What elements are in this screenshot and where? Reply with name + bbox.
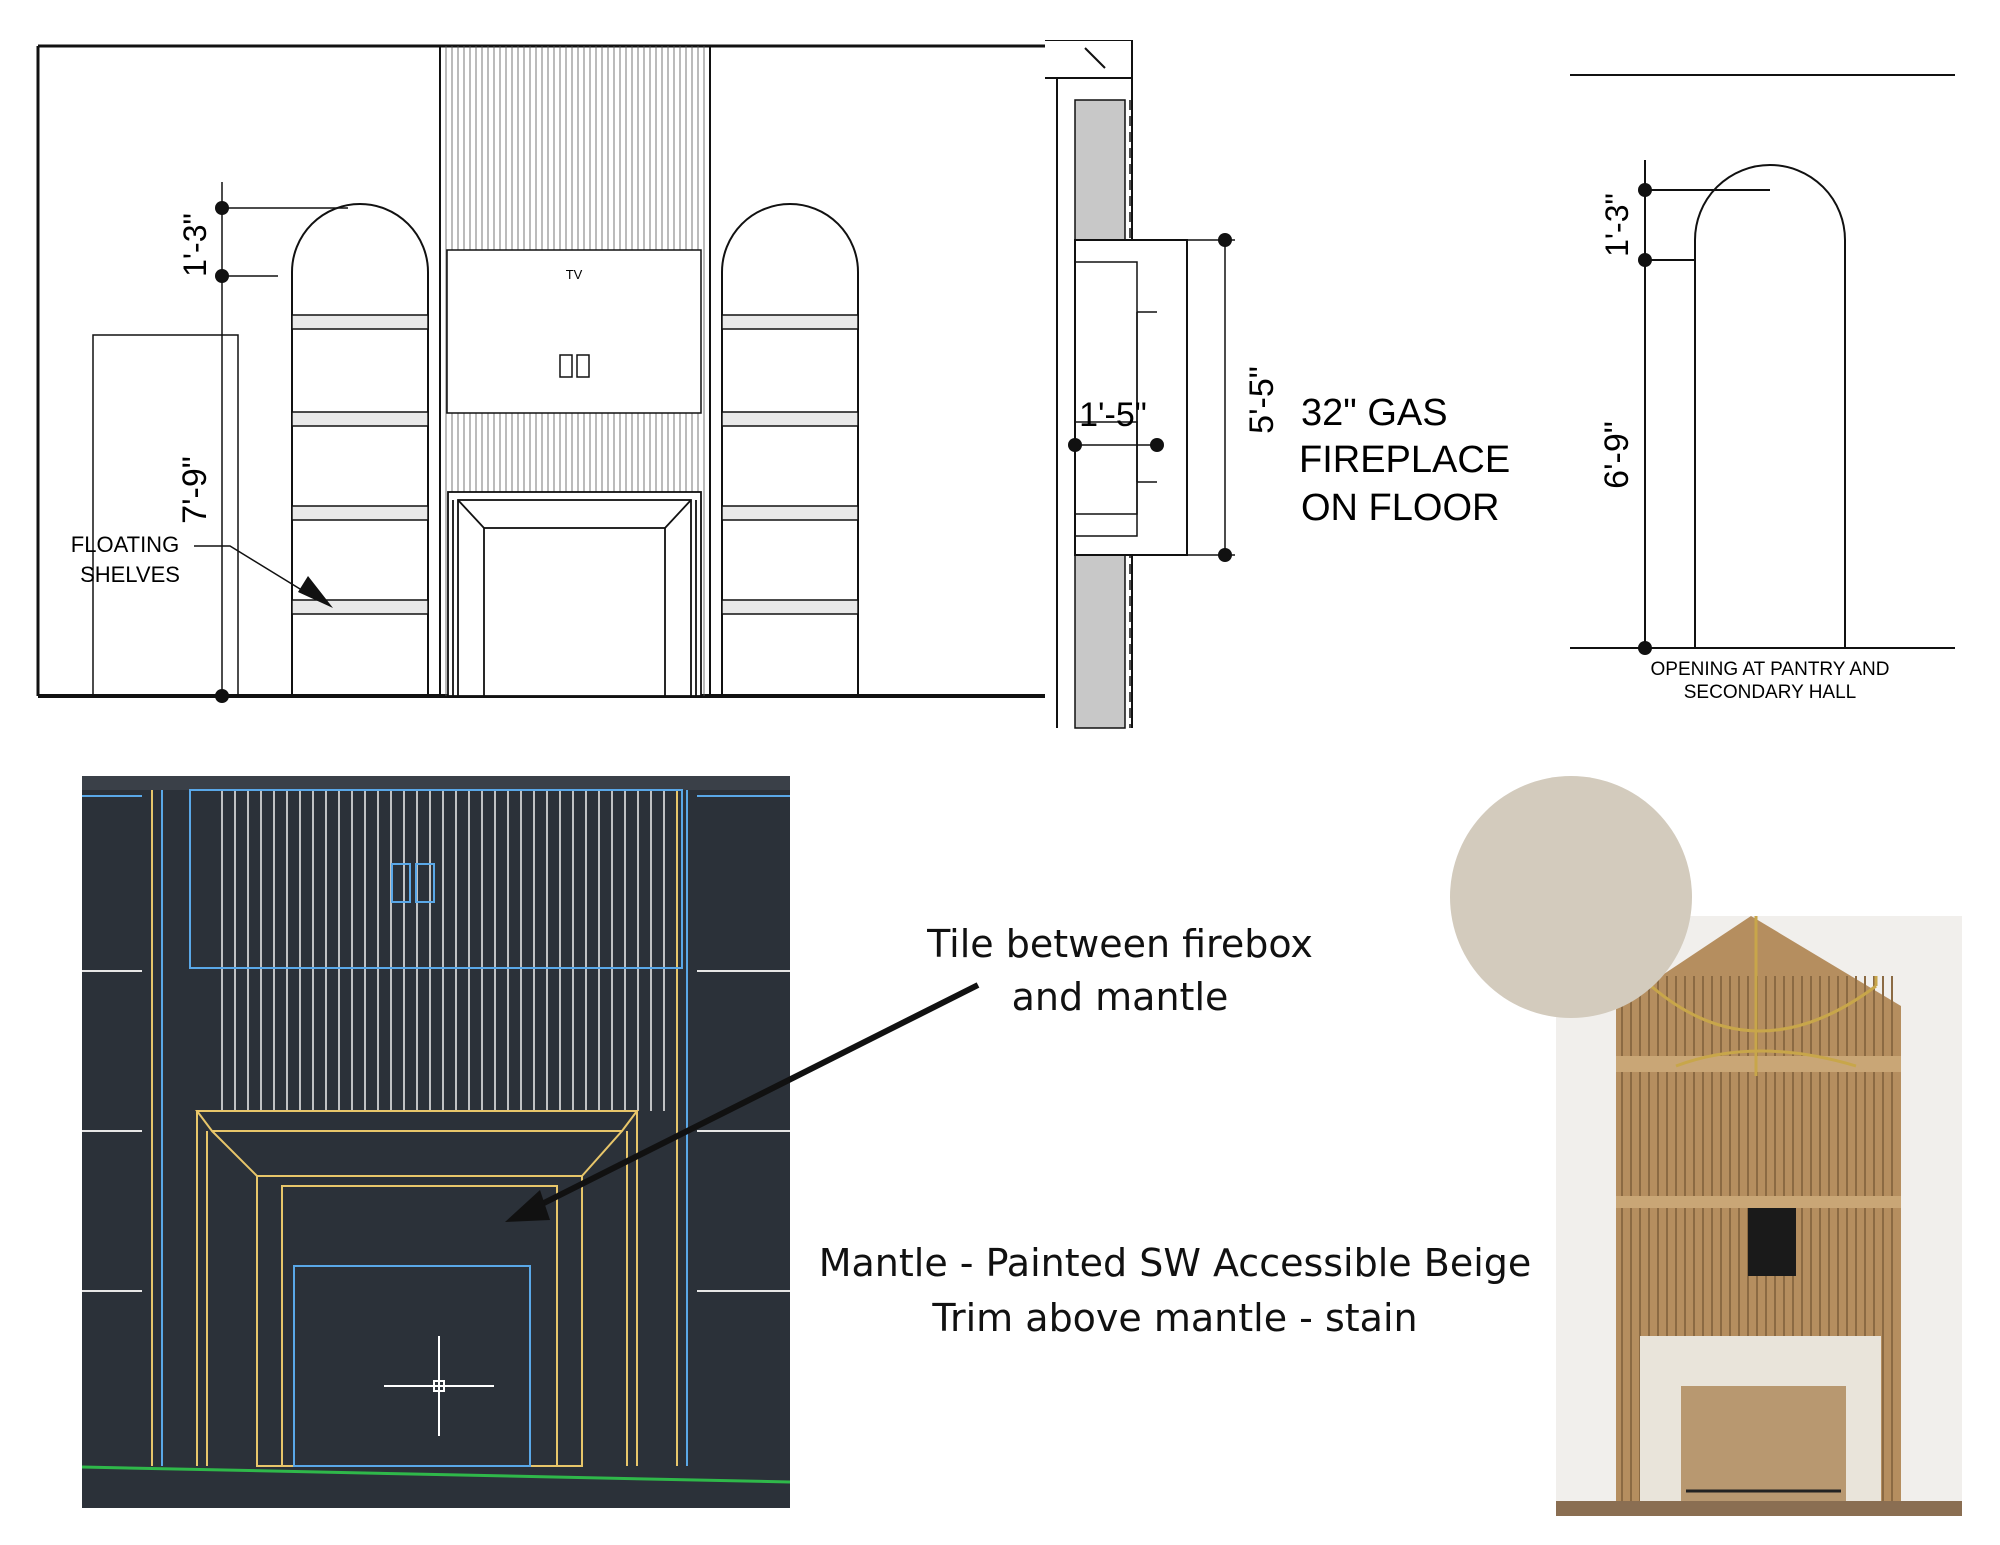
tile-note: Tile between firebox and mantle <box>880 918 1360 1024</box>
fireplace-note-2: FIREPLACE <box>1299 439 1510 481</box>
dim-arch-height: 7'-9" <box>176 456 214 524</box>
tv-label: TV <box>566 267 583 282</box>
dim-arch-top: 1'-3" <box>177 213 213 277</box>
section-dim-depth: 1'-5" <box>1079 396 1147 434</box>
opening-caption-1: OPENING AT PANTRY AND <box>1651 659 1890 680</box>
floating-shelves-label-2: SHELVES <box>80 562 180 587</box>
fireplace-section-drawing: 5'-5" 1'-5" 32" GAS FIREPLACE ON FLOOR <box>1045 40 1510 729</box>
mantle-note: Mantle - Painted SW Accessible Beige Tri… <box>790 1236 1560 1346</box>
fireplace-note-1: 32" GAS <box>1301 392 1448 434</box>
mantle-note-line-1: Mantle - Painted SW Accessible Beige <box>818 1241 1532 1285</box>
cad-screen-photo <box>82 776 790 1508</box>
fireplace-note-3: ON FLOOR <box>1301 487 1499 529</box>
tile-note-line-1: Tile between firebox <box>927 922 1313 966</box>
opening-dim-arch-top: 1'-3" <box>1599 193 1635 257</box>
opening-dim-height: 6'-9" <box>1598 421 1636 489</box>
opening-caption-2: SECONDARY HALL <box>1684 682 1856 703</box>
floating-shelves-label-1: FLOATING <box>71 532 179 557</box>
tile-note-line-2: and mantle <box>1011 975 1229 1020</box>
mantle-note-line-2: Trim above mantle - stain <box>932 1296 1418 1341</box>
fireplace-elevation-drawing: 1'-3" 7'-9" TV FLOATING SHELVES <box>36 44 1045 703</box>
fireplace-inspiration-photo <box>1556 916 1962 1516</box>
opening-elevation-drawing: 1'-3" 6'-9" OPENING AT PANTRY AND SECOND… <box>1570 74 1955 703</box>
section-dim-height: 5'-5" <box>1243 366 1281 434</box>
paint-color-swatch <box>1450 776 1692 1018</box>
